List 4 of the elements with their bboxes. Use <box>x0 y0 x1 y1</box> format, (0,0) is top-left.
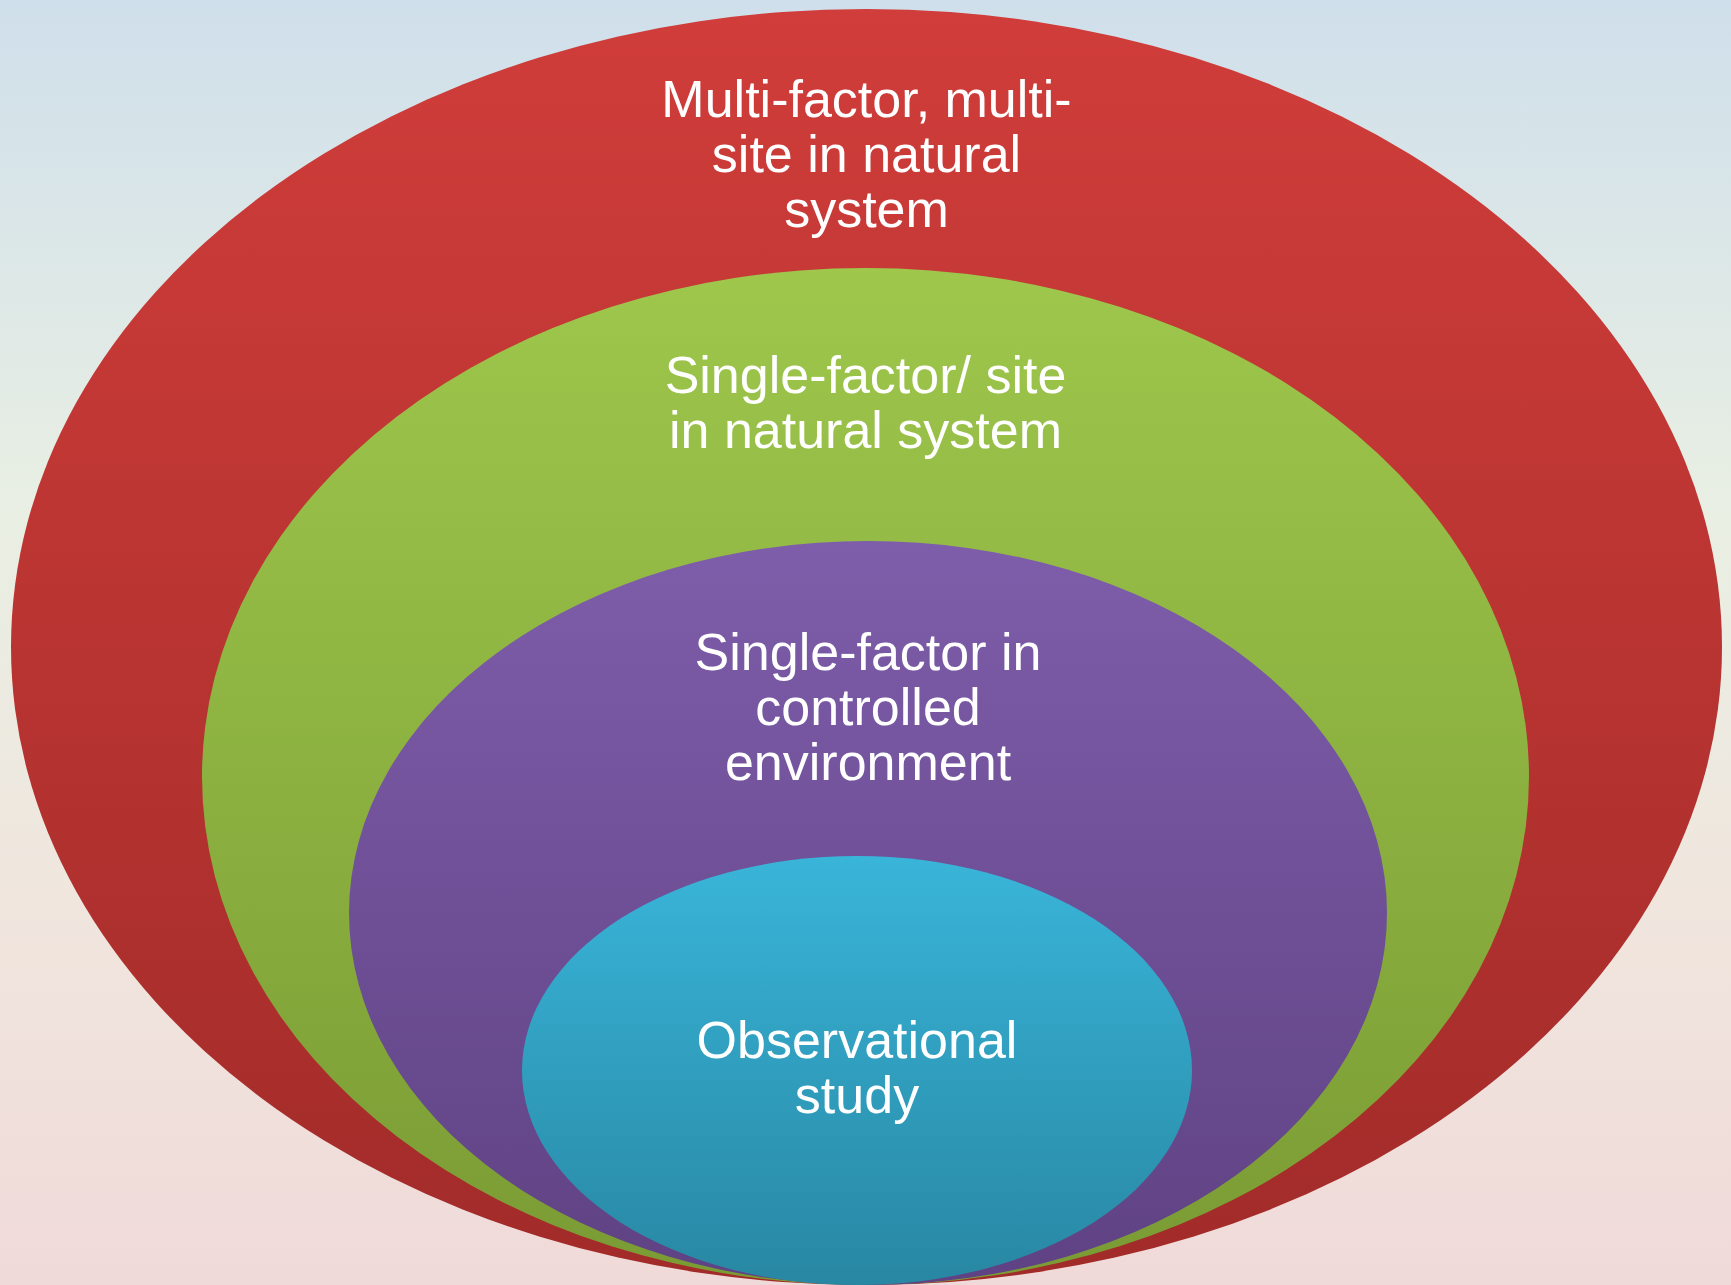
ellipse-label: Single-factor/ site in natural system <box>663 348 1068 458</box>
ellipse-label: Observational study <box>695 1013 1019 1123</box>
ellipse-label: Multi-factor, multi-site in natural system <box>660 72 1073 237</box>
ellipse-label: Single-factor in controlled environment <box>693 625 1043 790</box>
